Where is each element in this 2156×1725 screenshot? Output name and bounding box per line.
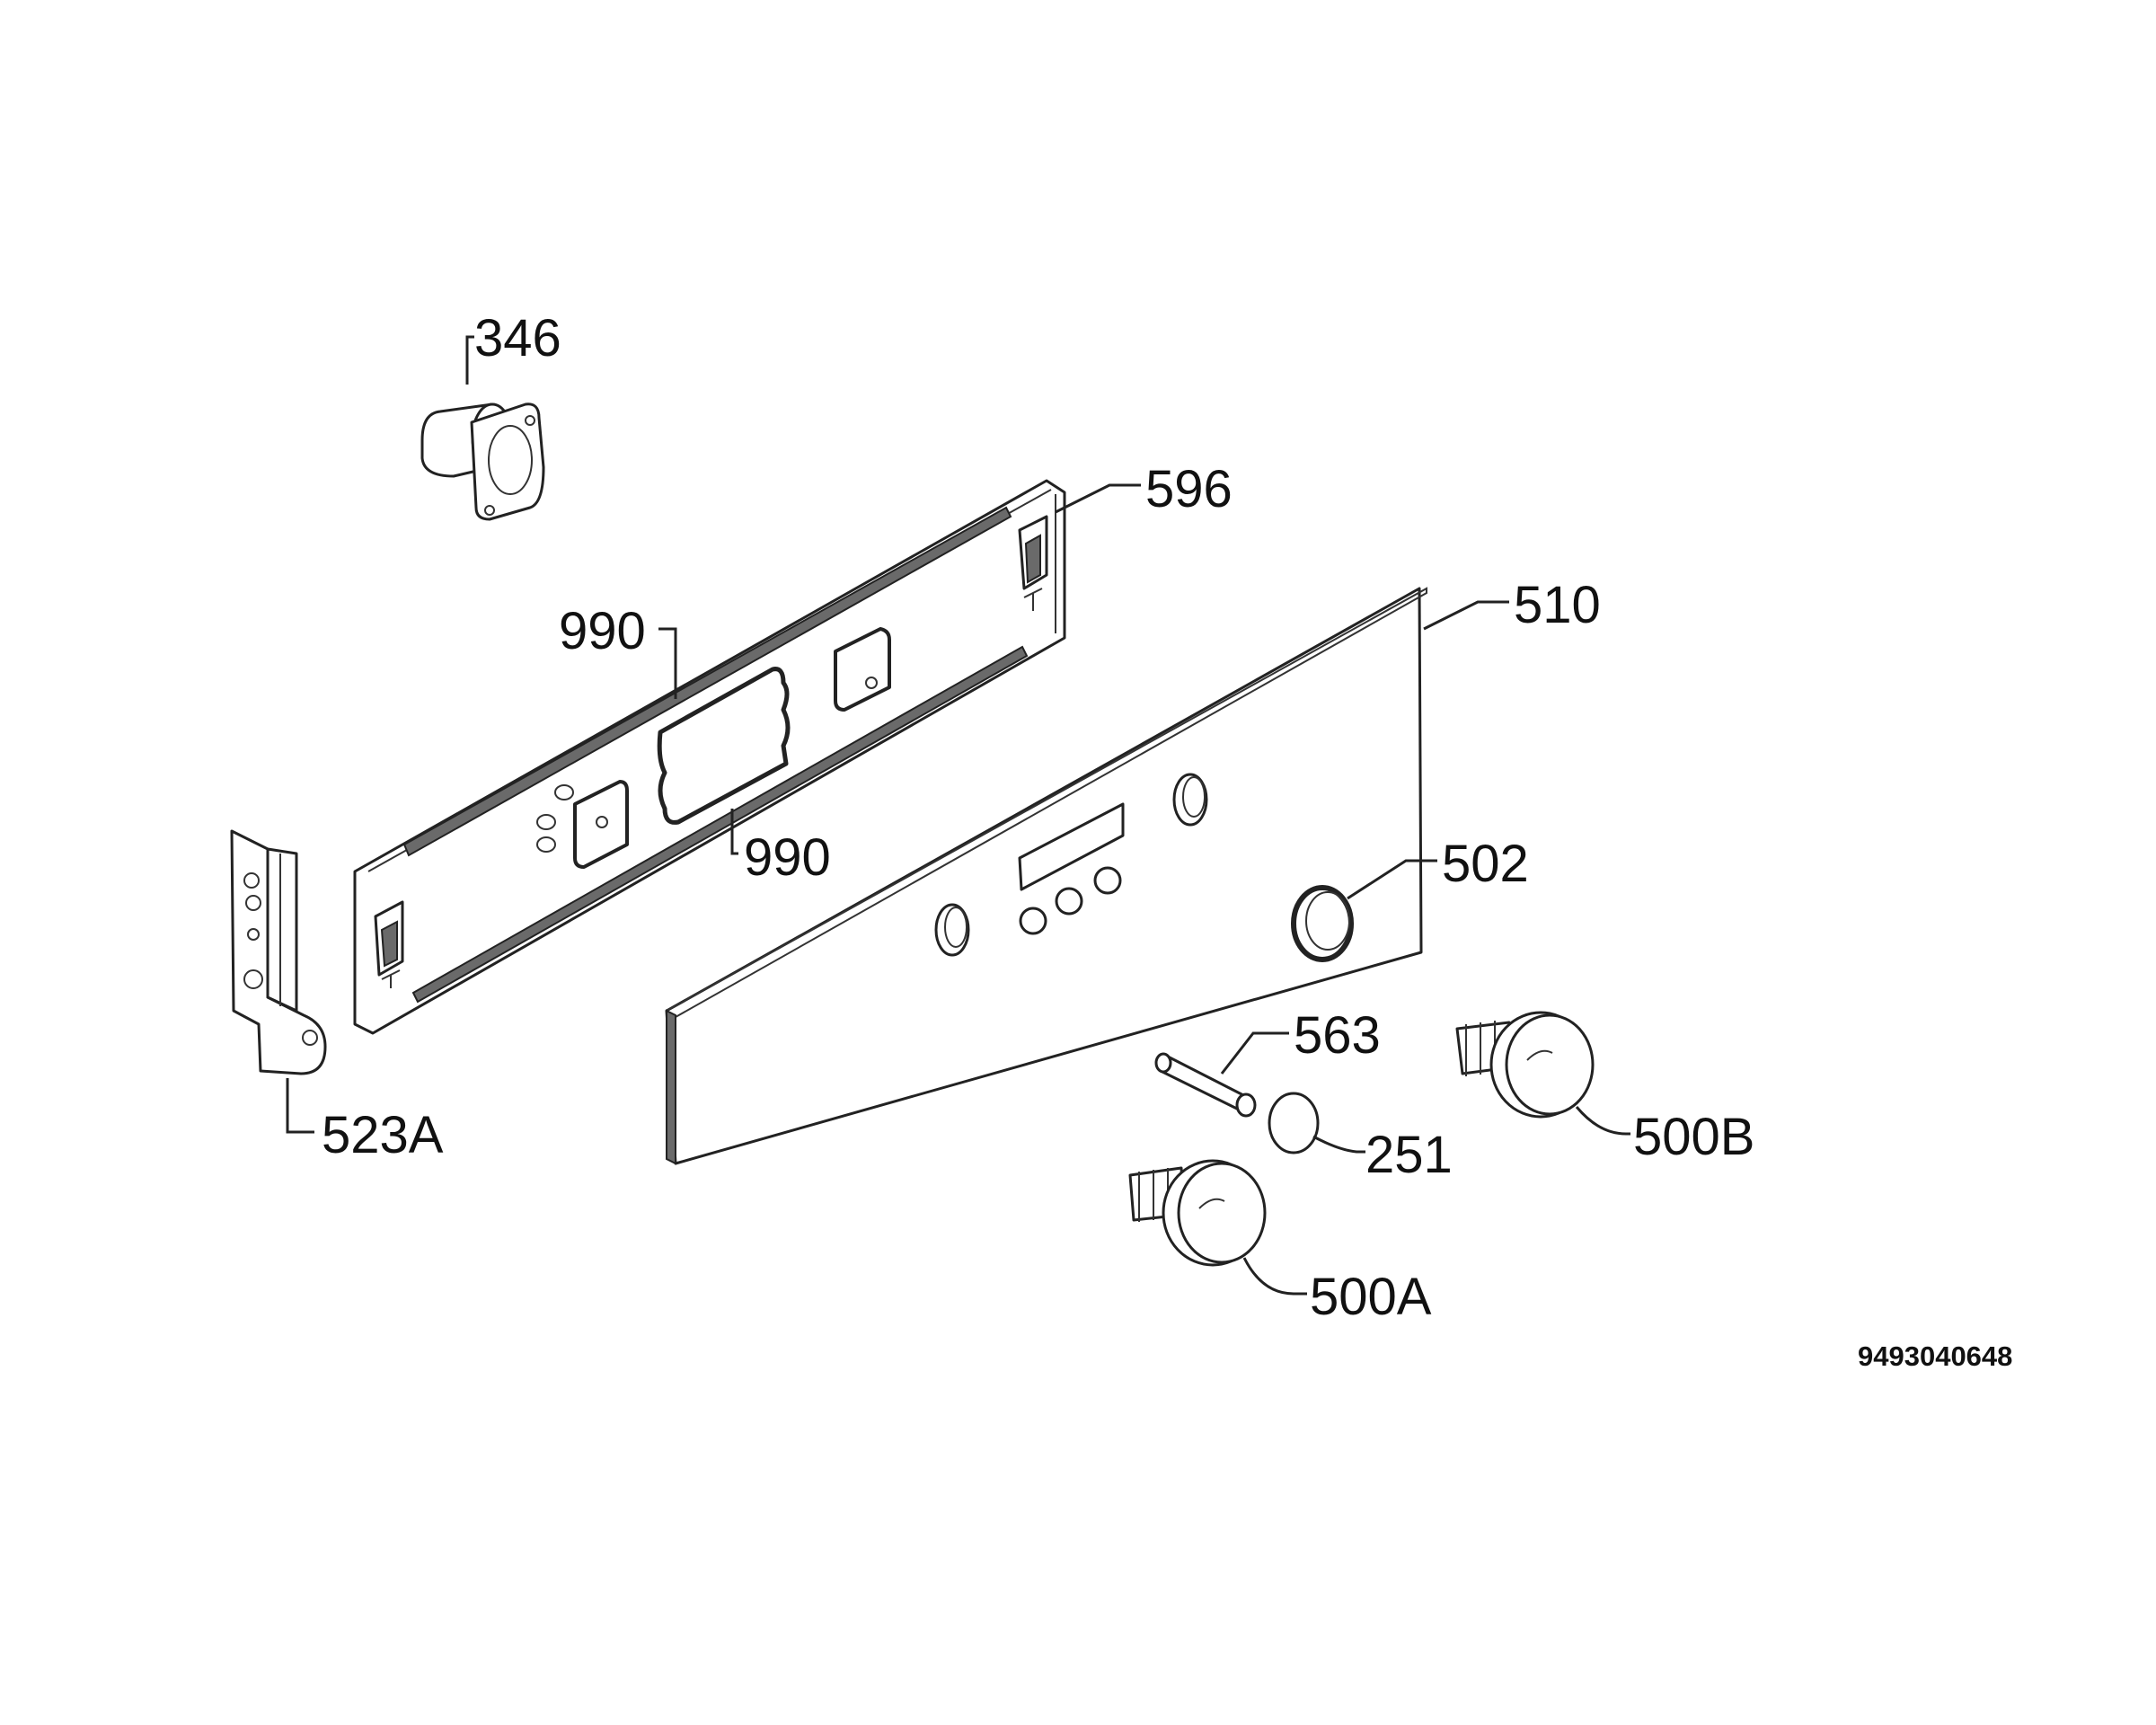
leader-563 — [1220, 1031, 1289, 1075]
label-251: 251 — [1365, 1126, 1453, 1184]
leader-990-top — [658, 627, 677, 699]
leader-990-bottom — [730, 809, 738, 855]
part-523a-bracket — [230, 829, 327, 1075]
label-500b: 500B — [1633, 1108, 1754, 1166]
label-596: 596 — [1145, 460, 1233, 518]
label-346: 346 — [474, 309, 561, 367]
part-563-shaft — [1154, 1052, 1257, 1118]
leader-510 — [1423, 600, 1509, 631]
part-346-cylinder — [420, 402, 545, 521]
part-labels: 346 596 990 990 510 502 563 251 500B 500… — [322, 309, 1754, 1326]
leader-523a — [286, 1078, 314, 1134]
leader-500b — [1575, 1106, 1630, 1136]
part-251-disc — [1268, 1092, 1320, 1154]
label-990-bottom: 990 — [744, 828, 831, 887]
label-510: 510 — [1514, 576, 1601, 634]
part-502-ring — [1291, 885, 1354, 962]
label-502: 502 — [1442, 835, 1529, 893]
leader-346 — [465, 335, 474, 385]
part-500b-knob — [1455, 1011, 1595, 1119]
part-510-control-panel — [665, 587, 1427, 1165]
label-563: 563 — [1294, 1006, 1381, 1065]
part-596-frame — [353, 479, 1066, 1035]
part-990-gasket-small — [573, 627, 891, 869]
leader-lines — [286, 335, 1630, 1296]
label-500a: 500A — [1310, 1268, 1432, 1326]
label-523a: 523A — [322, 1106, 444, 1164]
leader-596 — [1055, 483, 1141, 514]
leader-251 — [1312, 1135, 1365, 1154]
part-500a-knob — [1128, 1159, 1267, 1267]
leader-502 — [1347, 859, 1437, 900]
leader-500a — [1242, 1257, 1307, 1296]
part-990-gasket-large — [657, 667, 791, 825]
frame-holes — [536, 784, 574, 853]
label-990-top: 990 — [559, 602, 646, 660]
document-number: 9493040648 — [1858, 1340, 2012, 1372]
